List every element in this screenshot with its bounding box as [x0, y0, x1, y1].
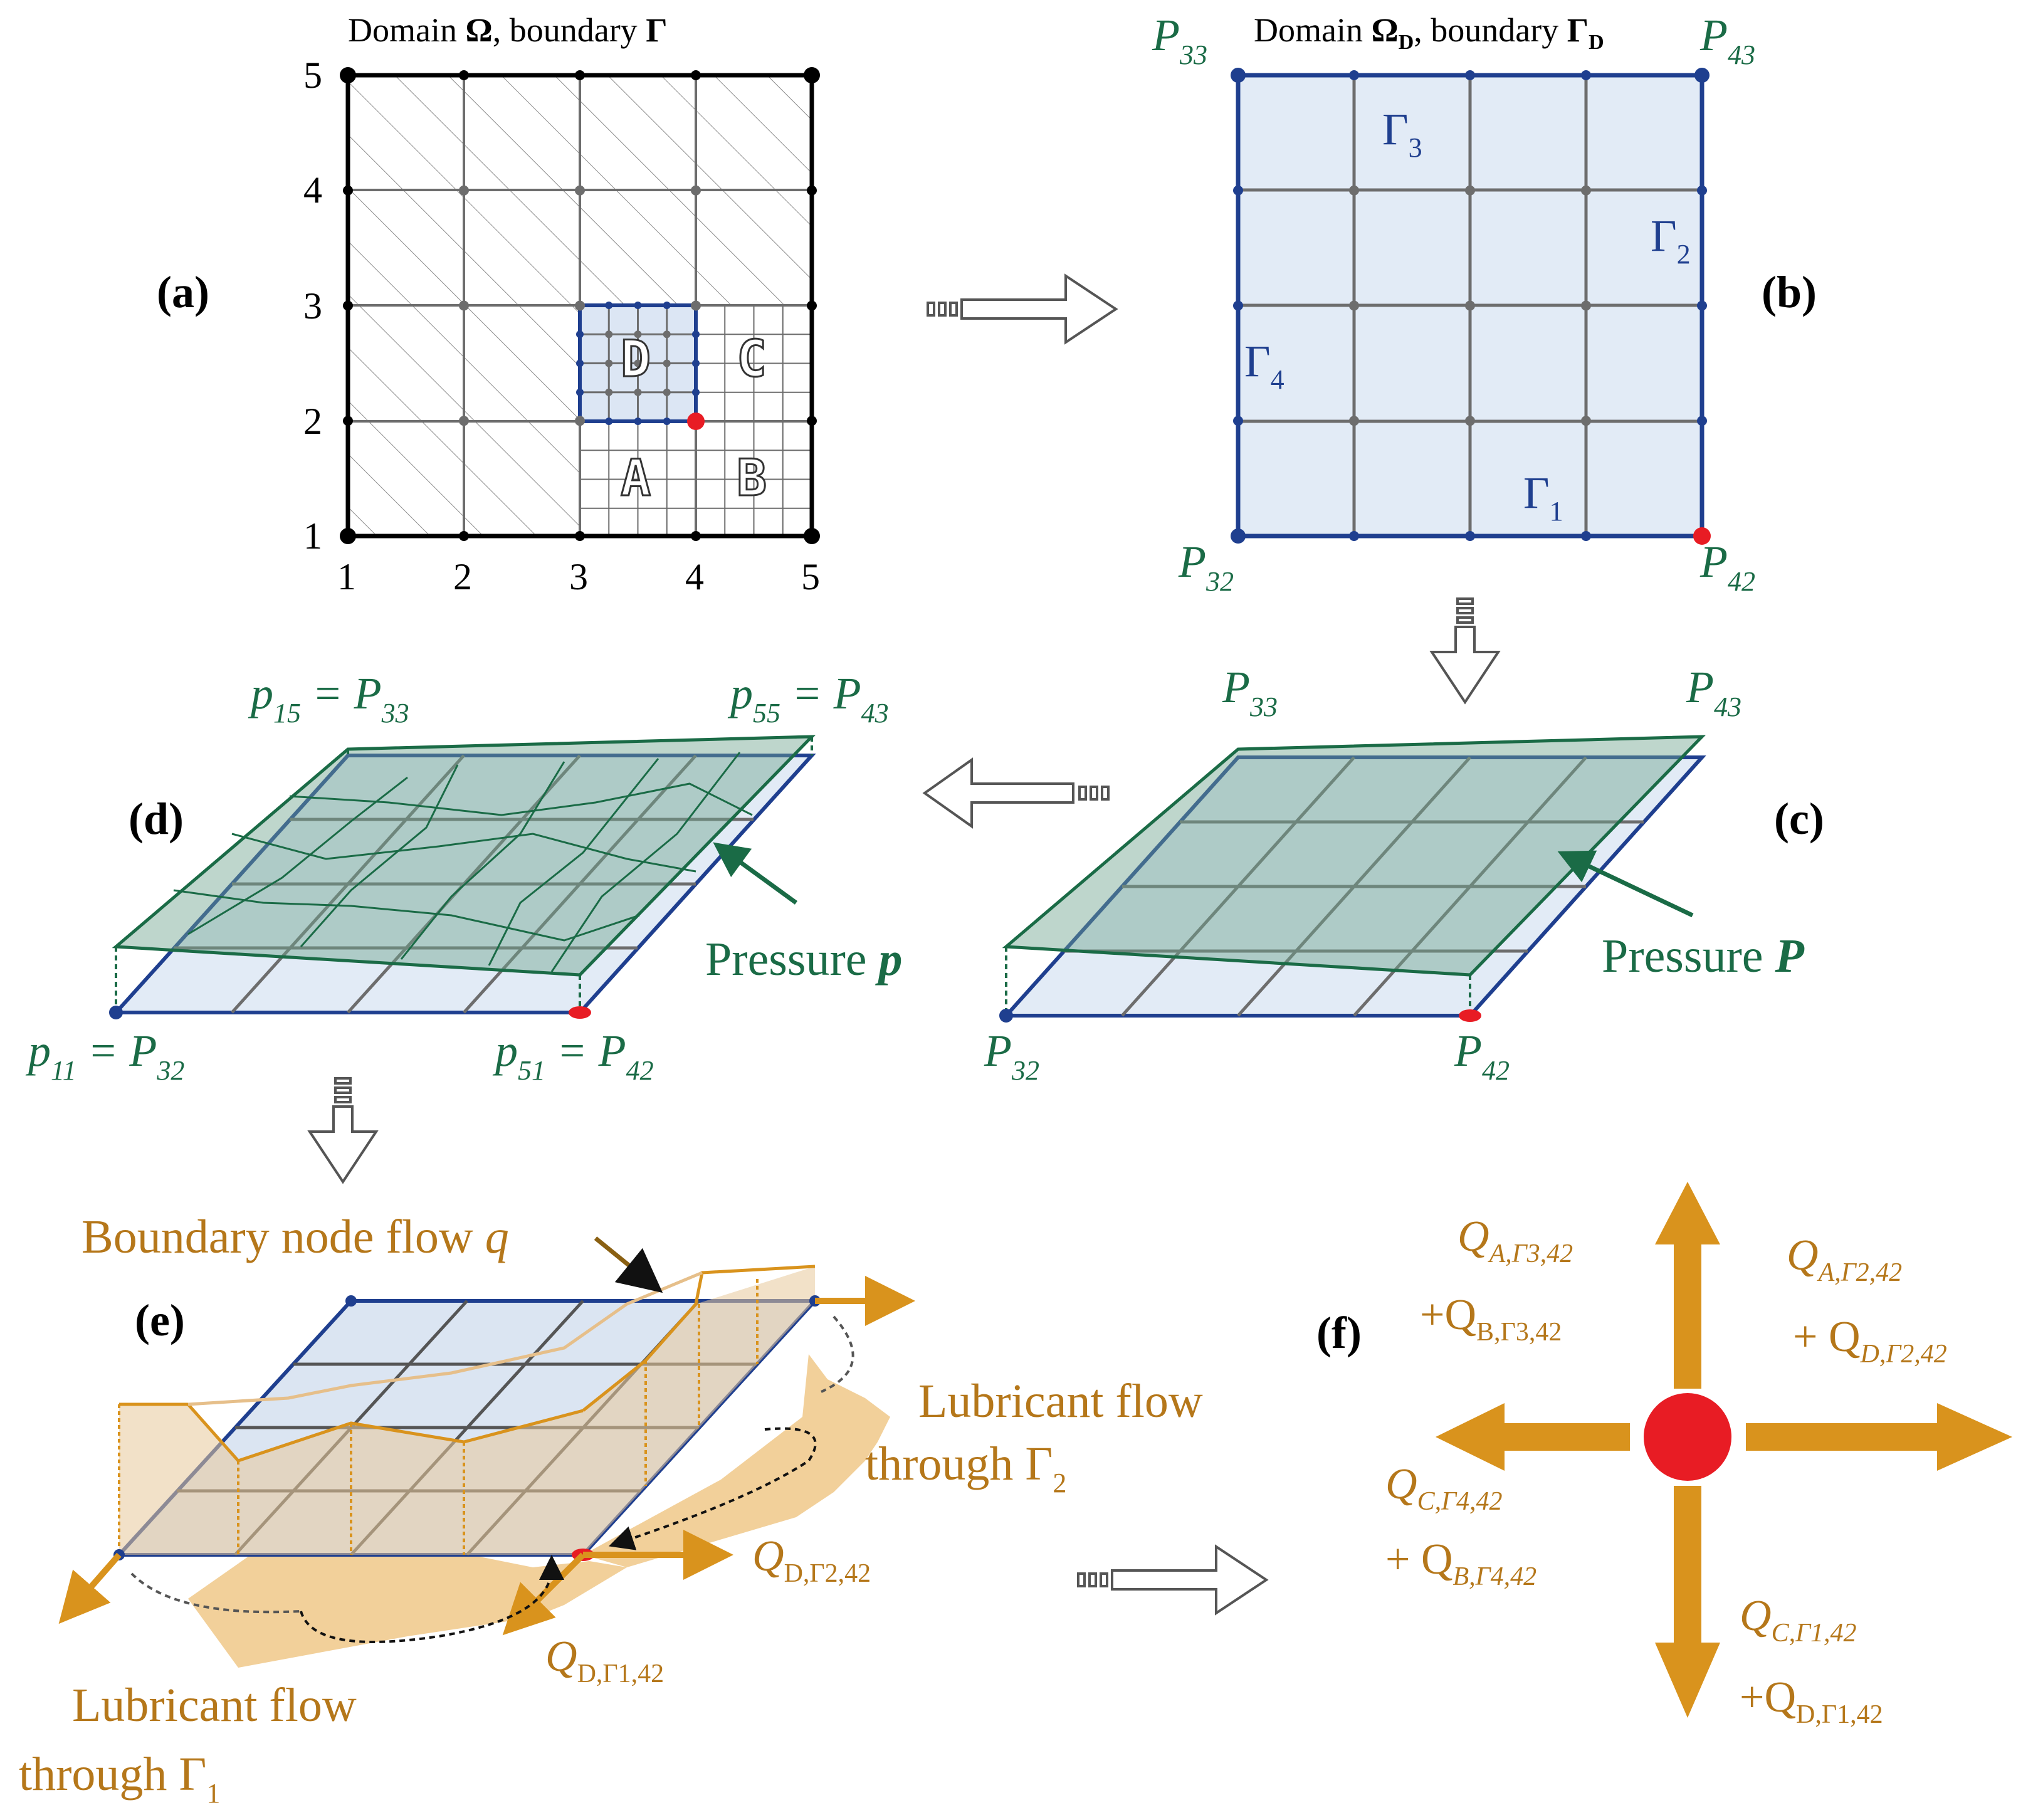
- f-right-line2: + QD,Γ2,42: [1793, 1313, 1947, 1369]
- boundary-flow-arrow: [594, 1236, 663, 1293]
- panel-a-title: Domain Ω, boundary Γ: [348, 11, 668, 49]
- arrow-d-to-e: [307, 1077, 379, 1184]
- gamma-3-label: Γ3: [1382, 104, 1422, 163]
- subdomain-a-label: A: [621, 449, 651, 507]
- y-tick-1: 1: [303, 515, 322, 557]
- node-42-red: [687, 413, 705, 430]
- c-label-p43: P43: [1686, 662, 1741, 722]
- subdomain-c-label: C: [737, 330, 767, 388]
- boundary-node-flow-label: Boundary node flow q: [81, 1211, 509, 1263]
- d-pressure-mesh: [173, 752, 753, 972]
- arrow-c-to-d: [922, 757, 1110, 829]
- f-arrow-left: [1436, 1403, 1630, 1471]
- arrow-a-to-b: [927, 273, 1118, 345]
- c-pressure-surface: [1002, 735, 1706, 977]
- d-pressure-arrow: [713, 842, 798, 905]
- f-node-42: [1644, 1393, 1731, 1481]
- f-top-line1: QA,Γ3,42: [1458, 1212, 1573, 1268]
- f-right-line1: QA,Γ2,42: [1787, 1231, 1902, 1287]
- b-label-p42: P42: [1699, 537, 1755, 597]
- arrow-b-to-c: [1429, 597, 1501, 705]
- b-label-p32: P32: [1178, 537, 1234, 597]
- corner-p42-red: [1693, 527, 1711, 545]
- panel-d-label: (d): [129, 794, 184, 844]
- lub-flow-gamma2-ribbon: [583, 1354, 890, 1567]
- panel-c-label: (c): [1774, 794, 1824, 844]
- arrow-e-to-f: [1077, 1544, 1269, 1616]
- x-tick-2: 2: [453, 556, 472, 597]
- f-arrow-up: [1655, 1182, 1720, 1389]
- f-left-line2: + QB,Γ4,42: [1385, 1535, 1536, 1591]
- c-pressure-label: Pressure P: [1602, 930, 1805, 982]
- d-red-node: [569, 1006, 591, 1019]
- gamma-2-label: Γ2: [1651, 211, 1691, 270]
- subdomain-b-label: B: [737, 449, 767, 507]
- f-bottom-line2: +QD,Γ1,42: [1740, 1673, 1883, 1729]
- q-d-gamma1-arrow: [502, 1552, 586, 1636]
- lub-flow-gamma1-line1: Lubricant flow: [72, 1679, 357, 1732]
- lub-flow-gamma1-ribbon: [188, 1549, 627, 1668]
- panel-c: Pressure P P33 P43 P32 P42 (c): [984, 662, 1824, 1086]
- x-tick-5: 5: [801, 556, 820, 597]
- x-tick-4: 4: [685, 556, 704, 597]
- x-tick-3: 3: [569, 556, 588, 597]
- lub-flow-gamma2-line2: through Γ2: [865, 1438, 1066, 1498]
- gamma-1-label: Γ1: [1523, 468, 1563, 527]
- y-tick-5: 5: [303, 55, 322, 96]
- lub-flow-gamma1-line2: through Γ1: [19, 1748, 220, 1809]
- panel-b-label: (b): [1762, 267, 1817, 317]
- d-label-p15: p15 = P33: [248, 668, 409, 729]
- b-label-p33: P33: [1152, 10, 1207, 70]
- panel-a-label: (a): [157, 267, 209, 317]
- panel-f: QA,Γ3,42 +QB,Γ3,42 QA,Γ2,42 + QD,Γ2,42 Q…: [1316, 1182, 2012, 1729]
- f-top-line2: +QB,Γ3,42: [1420, 1291, 1562, 1347]
- b-label-p43: P43: [1699, 10, 1755, 70]
- panel-e: Boundary node flow q Lubricant flow thro…: [19, 1211, 1203, 1809]
- f-arrow-down: [1655, 1486, 1720, 1718]
- d-pressure-label: Pressure p: [705, 933, 903, 986]
- q-d-gamma2-label: QD,Γ2,42: [752, 1532, 871, 1588]
- d-label-p51: p51 = P42: [492, 1026, 654, 1086]
- panel-b-title: Domain ΩD, boundary ΓD: [1254, 11, 1604, 54]
- f-left-line1: QC,Γ4,42: [1385, 1460, 1502, 1516]
- c-label-p33: P33: [1222, 662, 1278, 722]
- c-base-grid: [1064, 756, 1644, 1017]
- domain-d-boundary: [1236, 73, 1704, 539]
- panel-d: Pressure p p15 = P33 p55 = P43 p11 = P32…: [25, 668, 903, 1086]
- x-tick-1: 1: [337, 556, 356, 597]
- f-arrow-right: [1746, 1403, 2012, 1471]
- c-label-p42: P42: [1454, 1026, 1510, 1086]
- y-tick-4: 4: [303, 169, 322, 211]
- c-verticals: [1005, 947, 1471, 1016]
- q-d-gamma1-label: QD,Γ1,42: [545, 1633, 664, 1688]
- panel-f-label: (f): [1316, 1308, 1362, 1358]
- y-tick-3: 3: [303, 285, 322, 327]
- y-tick-2: 2: [303, 401, 322, 442]
- d-label-p55: p55 = P43: [727, 668, 889, 729]
- panel-a: Domain Ω, boundary Γ D C A B: [157, 11, 820, 597]
- panel-b: Domain ΩD, boundary ΓD Γ3 Γ2 Γ4 Γ1 P33 P…: [1152, 10, 1817, 597]
- d-label-p11: p11 = P32: [25, 1026, 184, 1086]
- subdomain-d-label: D: [621, 330, 651, 388]
- f-bottom-line1: QC,Γ1,42: [1740, 1592, 1856, 1648]
- gamma-4-label: Γ4: [1244, 336, 1284, 395]
- c-red-node: [1459, 1009, 1481, 1022]
- panel-e-label: (e): [135, 1295, 185, 1345]
- c-label-p32: P32: [984, 1026, 1039, 1086]
- c-pressure-arrow: [1557, 850, 1694, 918]
- lub-flow-gamma2-line1: Lubricant flow: [918, 1375, 1203, 1428]
